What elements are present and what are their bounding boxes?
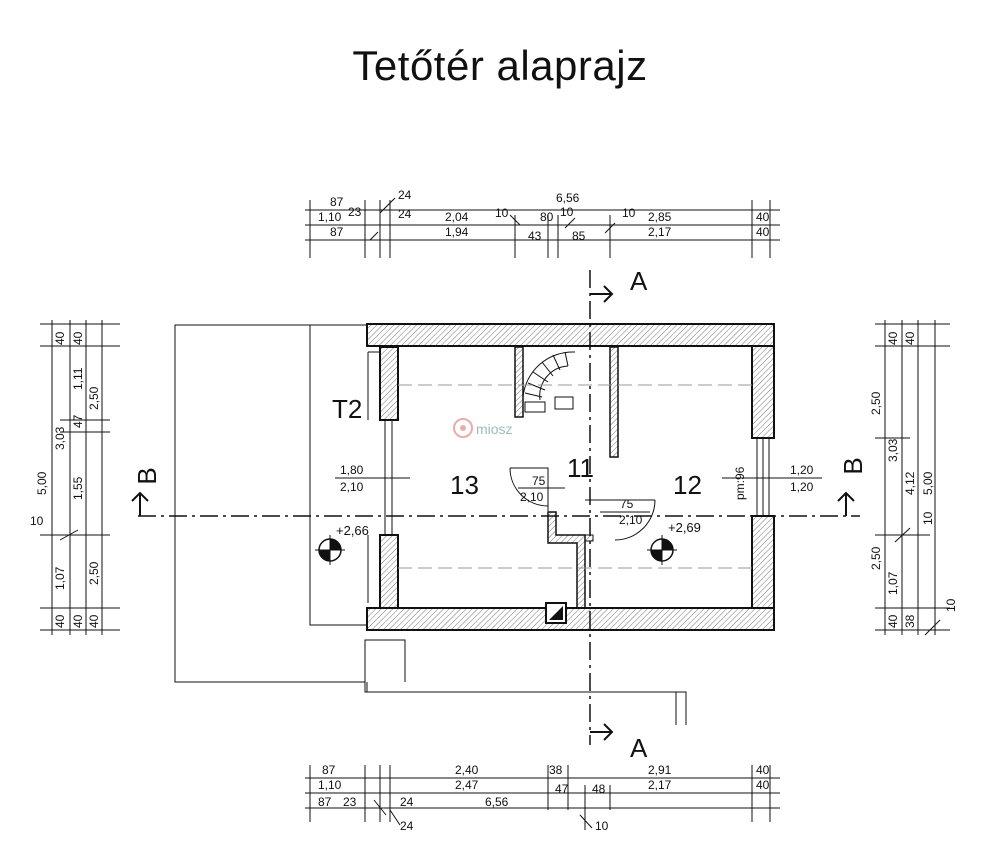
dim-bottom: 40: [756, 778, 770, 792]
dim-top: 24: [398, 207, 412, 221]
level-marker-left-icon: [315, 535, 345, 565]
dim-left: 40: [53, 614, 67, 628]
dim-bottom: 40: [756, 763, 770, 777]
t2-label: T2: [332, 394, 362, 424]
door-swings: [509, 467, 656, 541]
dim-left: 1,55: [71, 476, 85, 500]
dim-top: 40: [756, 210, 770, 224]
roof-outline: [174, 324, 687, 725]
dim-left: 2,50: [87, 386, 101, 410]
dim-right: 2,50: [869, 391, 883, 415]
dim-top: 2,17: [648, 225, 672, 239]
dim-bottom: 10: [595, 819, 609, 833]
dim-bottom: 23: [343, 795, 357, 809]
dim-top: 43: [528, 229, 542, 243]
dim-right: 5,00: [921, 471, 935, 495]
dim-bottom: 6,56: [485, 795, 509, 809]
dim-left: 10: [30, 514, 44, 528]
dim-bottom: 2,40: [455, 763, 479, 777]
room-12-label: 12: [673, 470, 702, 500]
dim-left: 40: [53, 331, 67, 345]
level-right-label: +2,69: [668, 520, 701, 535]
window-left-width: 1,80: [340, 463, 364, 477]
door-right-height: 2,10: [619, 513, 643, 527]
exterior-walls: [366, 323, 775, 631]
section-line-b: [131, 491, 860, 517]
room-11-label: 11: [567, 453, 594, 483]
dim-left: 47: [71, 414, 85, 428]
dim-bottom: 47: [555, 782, 569, 796]
dimensions-right: [875, 320, 950, 636]
door-right-width: 75: [620, 497, 634, 511]
section-b-right-label: B: [838, 457, 868, 474]
section-b-left-label: B: [132, 467, 162, 484]
dim-top: 87: [330, 195, 344, 209]
dim-top: 23: [348, 205, 362, 219]
dim-left: 40: [71, 331, 85, 345]
section-a-bottom-label: A: [630, 733, 648, 763]
dim-top: 2,04: [445, 210, 469, 224]
dim-bottom: 2,91: [648, 763, 672, 777]
window-right-width: 1,20: [790, 463, 814, 477]
dim-right: 3,03: [886, 438, 900, 462]
window-right-height: 1,20: [790, 480, 814, 494]
dim-top: 85: [572, 229, 586, 243]
dim-left: 3,03: [53, 426, 67, 450]
parapet-height: pm:96: [733, 466, 747, 500]
dim-bottom: 48: [592, 782, 606, 796]
dim-right: 40: [886, 614, 900, 628]
opening-labels: 1,80 2,10 75 2,10 75 2,10 1,20 1,20 pm:9…: [335, 463, 822, 527]
drawing-title: Tetőtér alaprajz: [352, 42, 648, 89]
dim-right: 40: [903, 331, 917, 345]
dim-top: 10: [622, 206, 636, 220]
dim-bottom: 2,47: [455, 778, 479, 792]
dim-right: 38: [903, 614, 917, 628]
door-mid-height: 2,10: [520, 490, 544, 504]
dim-top: 6,56: [556, 191, 580, 205]
dim-right: 10: [921, 511, 935, 525]
dim-top: 2,85: [648, 210, 672, 224]
watermark-text: miosz: [476, 421, 513, 437]
dim-right: 2,50: [869, 546, 883, 570]
dim-bottom: 1,10: [318, 778, 342, 792]
dim-left: 40: [71, 614, 85, 628]
dim-bottom: 2,17: [648, 778, 672, 792]
level-marker-right-icon: [647, 535, 677, 565]
spiral-staircase: [522, 351, 576, 413]
dimensions-bottom: [305, 765, 780, 830]
dim-top: 10: [560, 205, 574, 219]
dim-left: 40: [87, 614, 101, 628]
window-left-height: 2,10: [340, 480, 364, 494]
dim-bottom: 87: [322, 763, 336, 777]
dim-left: 1,11: [71, 367, 85, 390]
dim-bottom: 24: [400, 819, 414, 833]
dim-right: 1,07: [886, 571, 900, 595]
dim-bottom: 87: [318, 795, 332, 809]
dim-top: 1,94: [445, 225, 469, 239]
door-mid-width: 75: [532, 474, 546, 488]
dim-top: 1,10: [318, 210, 342, 224]
dim-bottom: 24: [400, 795, 414, 809]
dimensions-left: [40, 320, 120, 635]
watermark-logo-icon: [453, 418, 473, 438]
dim-top: 80: [540, 210, 554, 224]
room-13-label: 13: [450, 470, 479, 500]
dim-right: 40: [886, 331, 900, 345]
dim-left: 1,07: [53, 566, 67, 590]
dim-bottom: 38: [549, 763, 563, 777]
dim-top: 40: [756, 225, 770, 239]
dim-left: 5,00: [35, 471, 49, 495]
dimensions-top: [305, 197, 780, 258]
dim-right: 10: [944, 598, 958, 612]
interior-partitions: [514, 346, 619, 609]
dim-top: 24: [398, 188, 412, 202]
dim-top: 10: [495, 206, 509, 220]
level-left-label: +2,66: [336, 523, 369, 538]
dim-left: 2,50: [87, 561, 101, 585]
section-a-top-label: A: [630, 266, 648, 296]
dim-right: 4,12: [903, 471, 917, 495]
dim-top: 87: [330, 225, 344, 239]
section-line-a: [589, 270, 614, 745]
